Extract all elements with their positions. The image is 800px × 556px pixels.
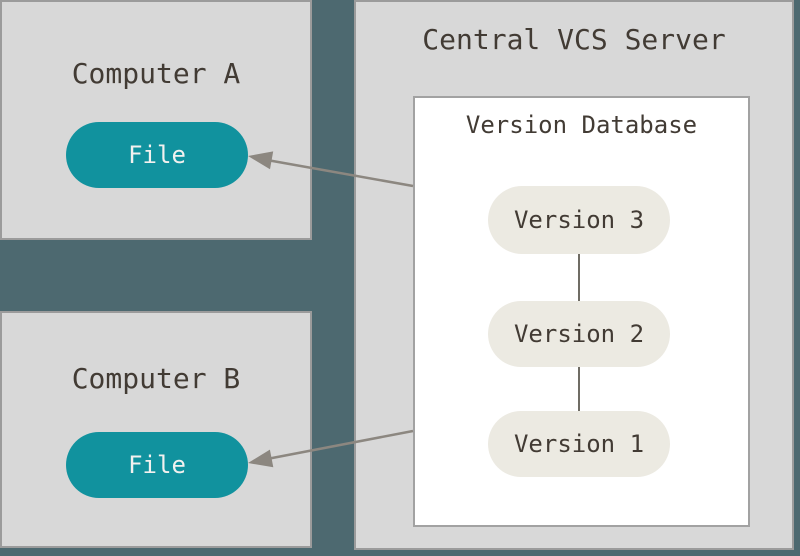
connector-v3-v2 [578, 254, 580, 302]
version-3-label: Version 3 [513, 206, 645, 234]
computer-a-title: Computer A [71, 57, 241, 90]
version-2-label: Version 2 [513, 320, 645, 348]
computer-a-file-label: File [128, 141, 186, 169]
version-3-node: Version 3 [488, 186, 670, 254]
computer-b-title: Computer B [71, 362, 241, 395]
version-1-label: Version 1 [513, 430, 645, 458]
computer-b-file-node: File [66, 432, 248, 498]
version-database-box: Version Database Version 3 Version 2 Ver… [413, 96, 750, 527]
central-vcs-server-box: Central VCS Server Version Database Vers… [354, 0, 794, 550]
version-database-title: Version Database [465, 111, 698, 139]
computer-a-file-node: File [66, 122, 248, 188]
central-vcs-server-title: Central VCS Server [422, 23, 726, 56]
computer-a-box: Computer A File [0, 0, 312, 240]
computer-b-box: Computer B File [0, 311, 312, 548]
version-2-node: Version 2 [488, 301, 670, 367]
connector-v2-v1 [578, 367, 580, 412]
version-1-node: Version 1 [488, 411, 670, 477]
computer-b-file-label: File [128, 451, 186, 479]
